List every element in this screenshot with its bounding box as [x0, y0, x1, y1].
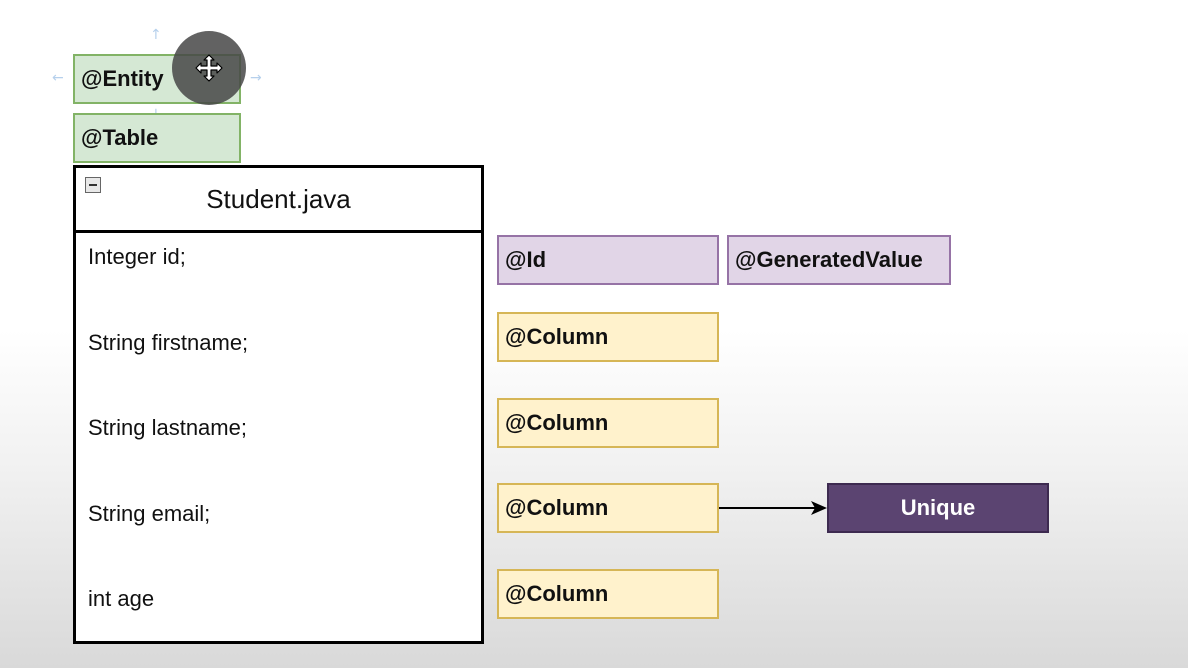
unique-constraint-label: Unique — [900, 495, 976, 520]
arrow-right-icon[interactable] — [719, 498, 829, 518]
student-class-box[interactable]: Student.java Integer id; String firstnam… — [73, 165, 484, 644]
column-annotation-label: @Column — [505, 581, 609, 606]
field-firstname[interactable]: String firstname; — [88, 330, 249, 355]
selection-handle-left-icon[interactable]: ← — [52, 70, 64, 86]
field-email[interactable]: String email; — [88, 501, 211, 526]
field-age[interactable]: int age — [88, 586, 155, 611]
column-annotation-firstname[interactable]: @Column — [497, 312, 719, 362]
column-annotation-label: @Column — [505, 324, 609, 349]
column-annotation-lastname[interactable]: @Column — [497, 398, 719, 448]
unique-constraint[interactable]: Unique — [827, 483, 1049, 533]
entity-annotation-label: @Entity — [81, 66, 164, 91]
collapse-icon[interactable] — [85, 177, 101, 193]
table-annotation[interactable]: @Table — [73, 113, 241, 163]
table-annotation-label: @Table — [81, 125, 159, 150]
class-header: Student.java — [76, 168, 481, 233]
selection-handle-top-icon[interactable]: ↑ — [150, 27, 162, 43]
generated-value-annotation[interactable]: @GeneratedValue — [727, 235, 951, 285]
field-lastname[interactable]: String lastname; — [88, 415, 247, 440]
column-annotation-label: @Column — [505, 495, 609, 520]
column-annotation-email[interactable]: @Column — [497, 483, 719, 533]
generated-value-annotation-label: @GeneratedValue — [735, 247, 923, 272]
selection-handle-right-icon[interactable]: → — [250, 70, 262, 86]
id-annotation[interactable]: @Id — [497, 235, 719, 285]
move-handle[interactable] — [172, 31, 246, 105]
class-title: Student.java — [206, 183, 351, 214]
column-annotation-age[interactable]: @Column — [497, 569, 719, 619]
field-id[interactable]: Integer id; — [88, 244, 186, 269]
column-annotation-label: @Column — [505, 410, 609, 435]
move-icon — [195, 54, 223, 82]
id-annotation-label: @Id — [505, 247, 547, 272]
